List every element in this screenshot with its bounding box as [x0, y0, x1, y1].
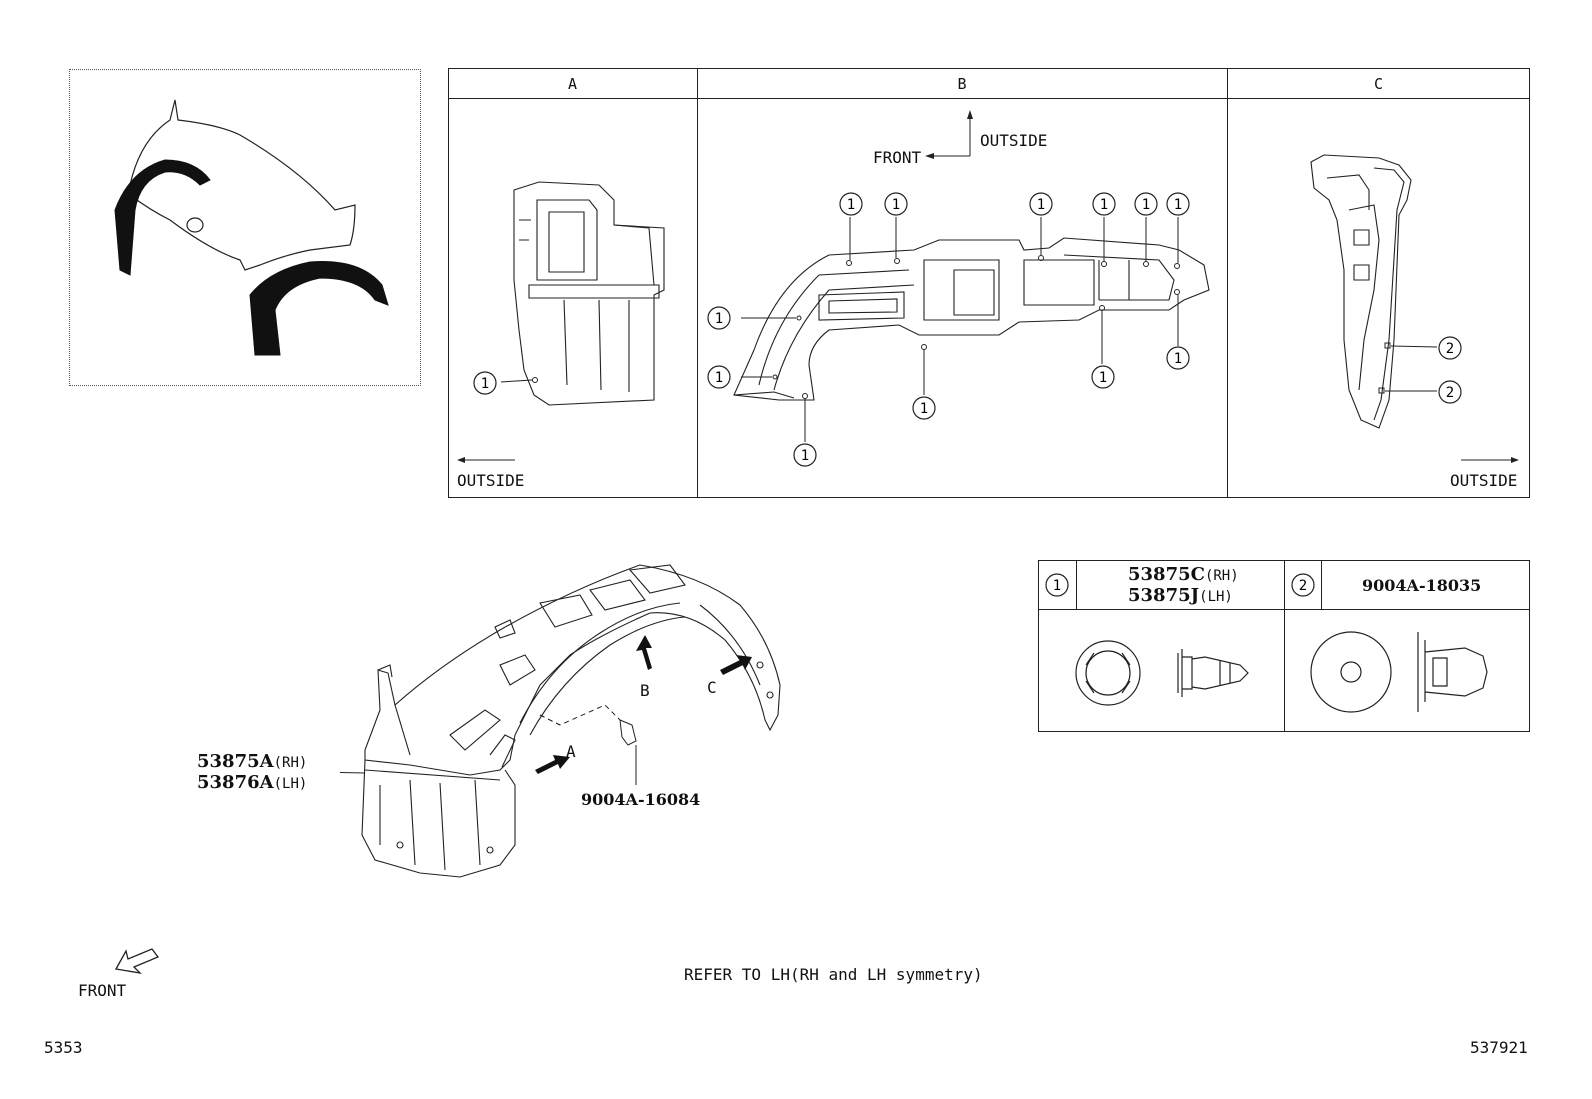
svg-text:1: 1: [1174, 351, 1182, 367]
svg-text:2: 2: [1299, 578, 1307, 594]
view-c-callout-2a: 2: [1438, 336, 1462, 360]
detail-views-frame: [448, 68, 1530, 498]
symmetry-note: REFER TO LH(RH and LH symmetry): [684, 965, 983, 984]
front-direction-arrow-icon: [114, 948, 160, 974]
svg-text:1: 1: [1142, 197, 1150, 213]
front-label: FRONT: [78, 981, 127, 1000]
view-b-callout-1j: 1: [1091, 365, 1115, 389]
view-b-callout-1b: 1: [884, 192, 908, 216]
page-ref-right: 537921: [1470, 1038, 1528, 1057]
view-b-callout-1f: 1: [1166, 192, 1190, 216]
view-b-orientation-icon: [925, 110, 973, 159]
view-b-callout-1g: 1: [707, 306, 731, 330]
view-b-callout-1e: 1: [1134, 192, 1158, 216]
outside-arrow-left-icon: [457, 457, 515, 463]
liner-part-number-rh: 53875A(RH): [197, 751, 308, 772]
svg-text:2: 2: [1446, 385, 1454, 401]
view-c-arrow-label: C: [707, 678, 717, 697]
svg-text:1: 1: [1053, 578, 1061, 594]
svg-text:1: 1: [481, 376, 489, 392]
svg-text:1: 1: [1100, 197, 1108, 213]
view-c-outside-label: OUTSIDE: [1450, 471, 1518, 490]
fender-liner-drawing: [340, 564, 781, 878]
legend-item1-rh: 53875C(RH): [1128, 564, 1239, 585]
svg-text:1: 1: [892, 197, 900, 213]
svg-text:1: 1: [715, 370, 723, 386]
view-b-callout-1k: 1: [912, 396, 936, 420]
liner-part-number-lh: 53876A(LH): [197, 772, 308, 793]
view-b-outside-label: OUTSIDE: [980, 131, 1048, 150]
view-b-drawing: [733, 217, 1210, 442]
screw-part-number: 9004A-16084: [581, 790, 701, 809]
view-b-callout-1c: 1: [1029, 192, 1053, 216]
legend-item1-lh: 53875J(LH): [1128, 585, 1233, 606]
view-b-callout-1i: 1: [1166, 346, 1190, 370]
svg-text:1: 1: [1099, 370, 1107, 386]
view-b-arrow-label: B: [640, 681, 650, 700]
view-a-arrow-label: A: [566, 742, 576, 761]
clip-1-icon: [1075, 640, 1249, 706]
legend-marker-1: 1: [1045, 573, 1069, 597]
svg-text:1: 1: [1174, 197, 1182, 213]
outside-arrow-right-icon: [1461, 457, 1519, 463]
page-ref-left: 5353: [44, 1038, 83, 1057]
view-b-callout-1l: 1: [793, 443, 817, 467]
svg-text:1: 1: [847, 197, 855, 213]
svg-text:1: 1: [715, 311, 723, 327]
svg-text:2: 2: [1446, 341, 1454, 357]
view-b-callout-1d: 1: [1092, 192, 1116, 216]
legend-marker-2: 2: [1291, 573, 1315, 597]
svg-text:1: 1: [1037, 197, 1045, 213]
svg-text:1: 1: [801, 448, 809, 464]
view-header-b: B: [957, 75, 967, 93]
view-a-callout-1: 1: [473, 371, 497, 395]
view-header-c: C: [1373, 75, 1384, 93]
svg-text:1: 1: [920, 401, 928, 417]
view-c-drawing: [1310, 154, 1438, 429]
view-header-a: A: [567, 75, 578, 93]
view-a-outside-label: OUTSIDE: [457, 471, 525, 490]
clip-2-icon: [1310, 631, 1488, 713]
view-b-callout-1h: 1: [707, 365, 731, 389]
view-a-drawing: [500, 181, 665, 406]
legend-item2-part: 9004A-18035: [1362, 576, 1482, 595]
view-b-callout-1a: 1: [839, 192, 863, 216]
vehicle-overview-drawing: [114, 99, 389, 356]
view-c-callout-2b: 2: [1438, 380, 1462, 404]
view-b-front-label: FRONT: [873, 148, 922, 167]
overview-inset: [69, 69, 421, 386]
